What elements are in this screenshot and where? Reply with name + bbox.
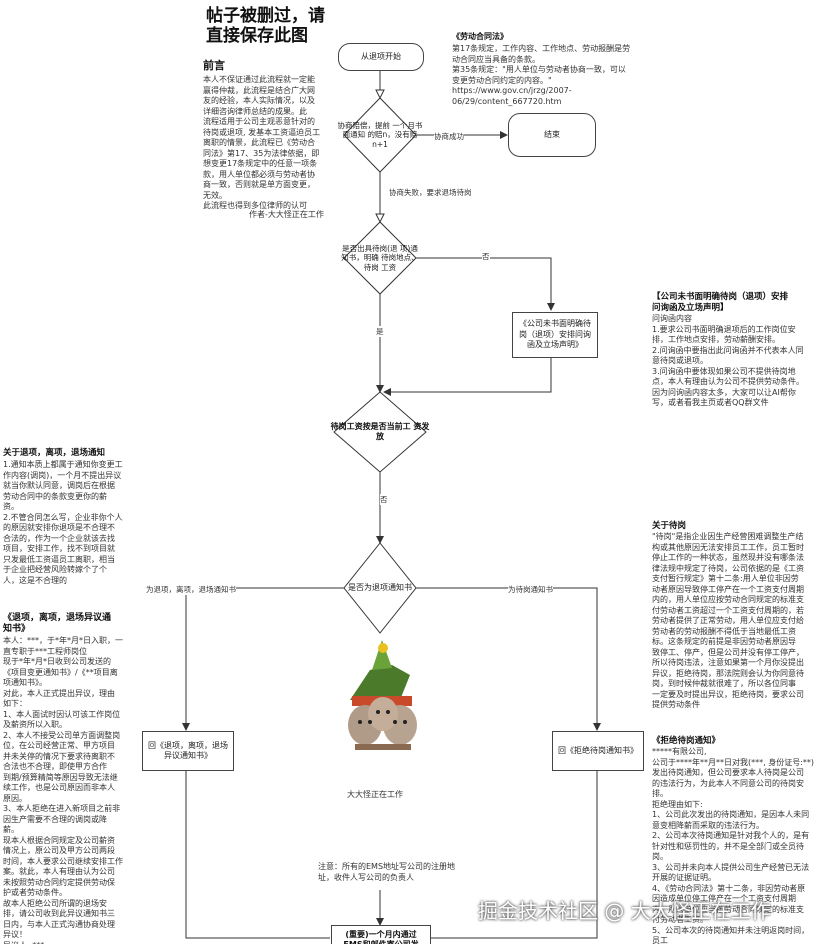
edge-label-exit-notice: 为退项，离项，退场通知书	[146, 584, 236, 595]
refuse-body: *****有限公司, 公司于****年**月**日对我(***, 身份证号:**…	[652, 747, 815, 944]
preface-author: 作者-大大怪正在工作	[249, 210, 324, 219]
preface-heading: 前言	[203, 59, 225, 72]
standby-body: "待岗"是指企业因生产经营困难调整生产结 构或其他原因无法安排员工工作，员工暂时…	[652, 532, 804, 709]
refuse-heading: 《拒绝待岗通知》	[652, 736, 721, 746]
labor-law-body: 第17条规定，工作内容、工作地点、劳动报酬是劳 动合同应当具备的条款。 第35条…	[452, 44, 631, 106]
page-title-line-1: 帖子被删过，请	[206, 6, 325, 26]
preface-body: 本人不保证通过此流程就一定能 赢得仲裁，此流程是结合广大网 友的经验，本人实际情…	[203, 75, 321, 210]
decision-negotiate-label: 协商赔偿，提前 一个月书面通知 的赔n，没有赔 n+1	[337, 120, 423, 149]
flow-start-node: 从退项开始	[338, 43, 424, 71]
exit-notice-heading: 关于退项，离项，退场通知	[3, 448, 106, 458]
inquiry-heading: 【公司未书面明确待岗（退项）安排 问询函及立场声明】	[652, 292, 789, 313]
flow-end-node: 结束	[508, 113, 596, 157]
inquiry-letter-node: 《公司未书面明确待 岗（退项）安排问询 函及立场声明》	[512, 312, 598, 358]
objection-heading: 《退项，离项，退场异议通 知书》	[3, 613, 112, 634]
inquiry-body: 问询函内容 1.要求公司书面明确退项后的工作岗位安 排，工作地点安排，劳动薪酬安…	[652, 314, 804, 407]
mascot-illustration	[348, 640, 417, 750]
refuse-reply-node: 回《拒绝待岗通知书》	[552, 731, 644, 771]
decision-notice-issued-label: 是否出具待岗(退 项)通知书，明确 待岗地点、待岗 工资	[341, 243, 419, 272]
decision-negotiate-shape	[343, 97, 417, 173]
edge-label-negotiate-success: 协商成功	[434, 131, 464, 142]
edge-label-negotiate-fail: 协商失败，要求退场待岗	[389, 187, 472, 198]
standby-heading: 关于待岗	[652, 521, 687, 531]
decision-notice-type-shape	[343, 542, 417, 634]
exit-notice-body: 1.通知本质上都属于通知你变更工 作内容(调岗)，一个月不提出异议 就当你默认同…	[3, 460, 123, 585]
objection-reply-node: 回《退项，离项，退场 异议通知书》	[142, 731, 234, 771]
send-by-ems-node: (重要)一个月内通过 EMS和邮件寄公司发	[331, 925, 431, 944]
decision-wage-label: 待岗工资按是否当前工 资发放	[330, 422, 430, 441]
edge-label-wage-no: 否	[380, 494, 388, 505]
decision-wage-shape	[333, 391, 427, 473]
labor-law-heading: 《劳动合同法》	[452, 32, 508, 41]
edge-label-notice-yes: 是	[376, 326, 384, 337]
edge-label-notice-no: 否	[482, 251, 490, 262]
page-title-line-2: 直接保存此图	[206, 26, 308, 46]
decision-notice-issued-shape	[343, 221, 417, 295]
objection-body: 本人：***，于*年*月*日入职，一 直专职于***工程师岗位 现于*年*月*日…	[3, 636, 123, 944]
ems-note: 注意：所有的EMS地址写公司的注册地 址，收件人写公司的负责人	[318, 862, 456, 882]
watermark-text: 掘金技术社区 @ 大大怪正在工作	[478, 899, 771, 923]
edge-label-standby-notice: 为待岗通知书	[508, 584, 553, 595]
decision-notice-type-label: 是否为退项通知书	[348, 583, 412, 592]
mascot-caption: 大大怪正在工作	[347, 790, 403, 799]
